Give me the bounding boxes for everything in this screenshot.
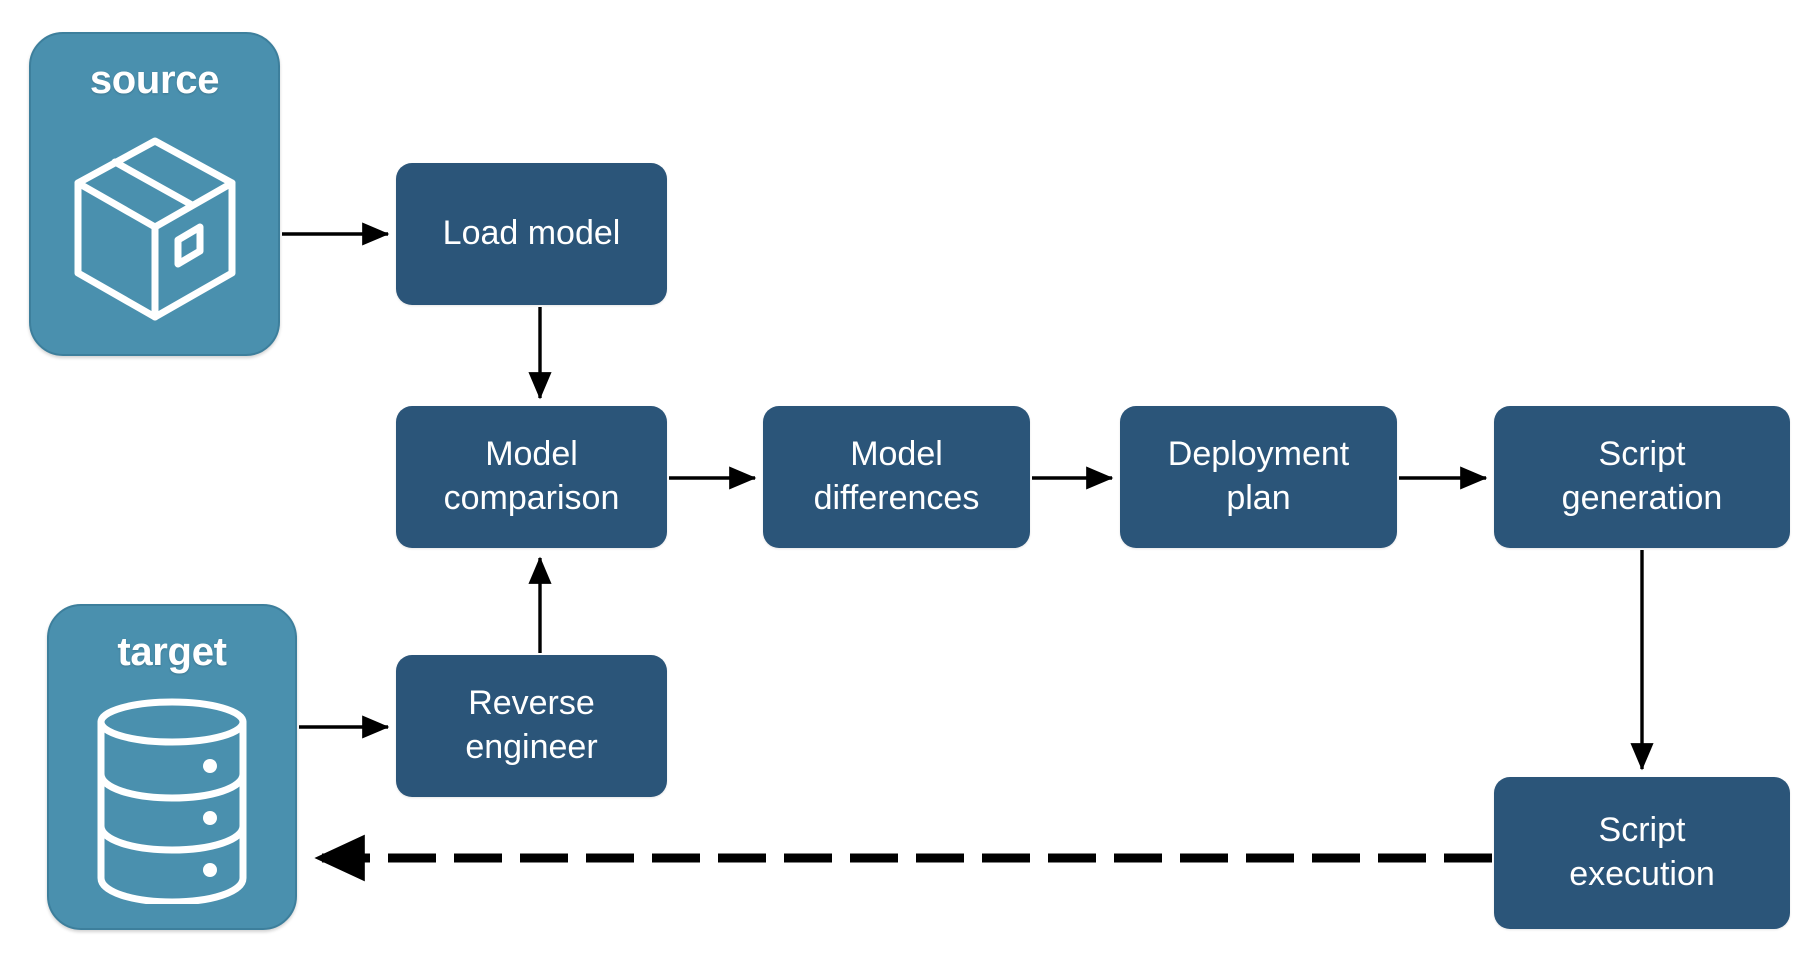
- process-node-load-model[interactable]: Load model: [396, 163, 667, 305]
- process-node-label: Load model: [442, 214, 621, 253]
- endpoint-card-target[interactable]: target: [47, 604, 297, 930]
- database-cylinder-icon: [49, 672, 295, 928]
- process-node-deployment-plan[interactable]: Deployment plan: [1120, 406, 1397, 548]
- process-node-model-differences[interactable]: Model differences: [763, 406, 1030, 548]
- package-box-icon: [31, 100, 278, 354]
- process-node-model-comparison[interactable]: Model comparison: [396, 406, 667, 548]
- process-node-label: Deployment plan: [1167, 435, 1350, 517]
- process-node-reverse-engineer[interactable]: Reverse engineer: [396, 655, 667, 797]
- process-node-script-generation[interactable]: Script generation: [1494, 406, 1790, 548]
- endpoint-card-source[interactable]: source: [29, 32, 280, 356]
- process-node-label: Reverse engineer: [465, 684, 598, 766]
- endpoint-label-target: target: [117, 630, 227, 674]
- process-node-label: Script execution: [1569, 811, 1715, 893]
- process-node-label: Model comparison: [443, 435, 620, 517]
- process-node-label: Model differences: [813, 435, 980, 517]
- endpoint-label-source: source: [89, 58, 220, 102]
- process-node-label: Script generation: [1561, 435, 1723, 517]
- process-node-script-execution[interactable]: Script execution: [1494, 777, 1790, 929]
